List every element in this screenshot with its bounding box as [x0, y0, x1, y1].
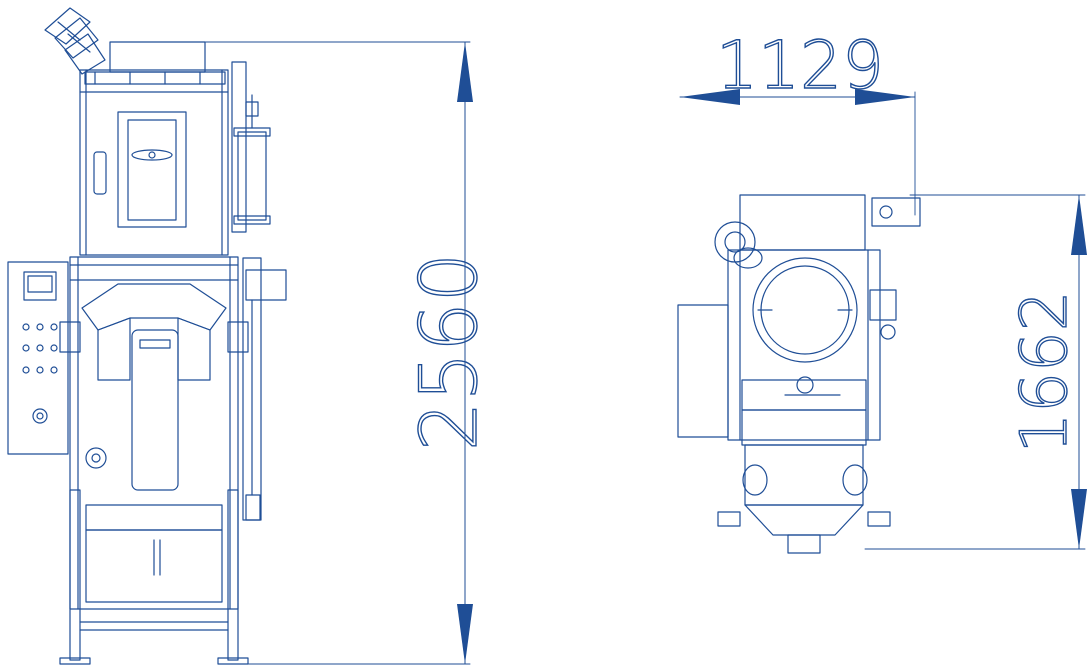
- main-frame: [69, 256, 239, 610]
- width-label: 1129: [716, 27, 884, 104]
- depth-dimension: [864, 194, 1087, 550]
- handwheel: [85, 447, 107, 469]
- top-view: [677, 194, 921, 554]
- height-dimension: [204, 41, 473, 665]
- top-opening: [752, 257, 858, 363]
- inspection-door: [117, 111, 187, 228]
- bag-spout: [131, 329, 179, 491]
- height-label: 2560: [405, 253, 495, 452]
- front-view: [7, 7, 287, 665]
- pneumatic-cylinder: [237, 131, 267, 221]
- width-dimension: [679, 89, 916, 216]
- door-handle: [93, 151, 107, 195]
- upper-cabinet: [79, 69, 229, 256]
- inlet-pipe: [44, 7, 106, 75]
- control-panel: [7, 261, 69, 455]
- side-control-box: [677, 304, 729, 438]
- depth-label: 1662: [1008, 291, 1082, 454]
